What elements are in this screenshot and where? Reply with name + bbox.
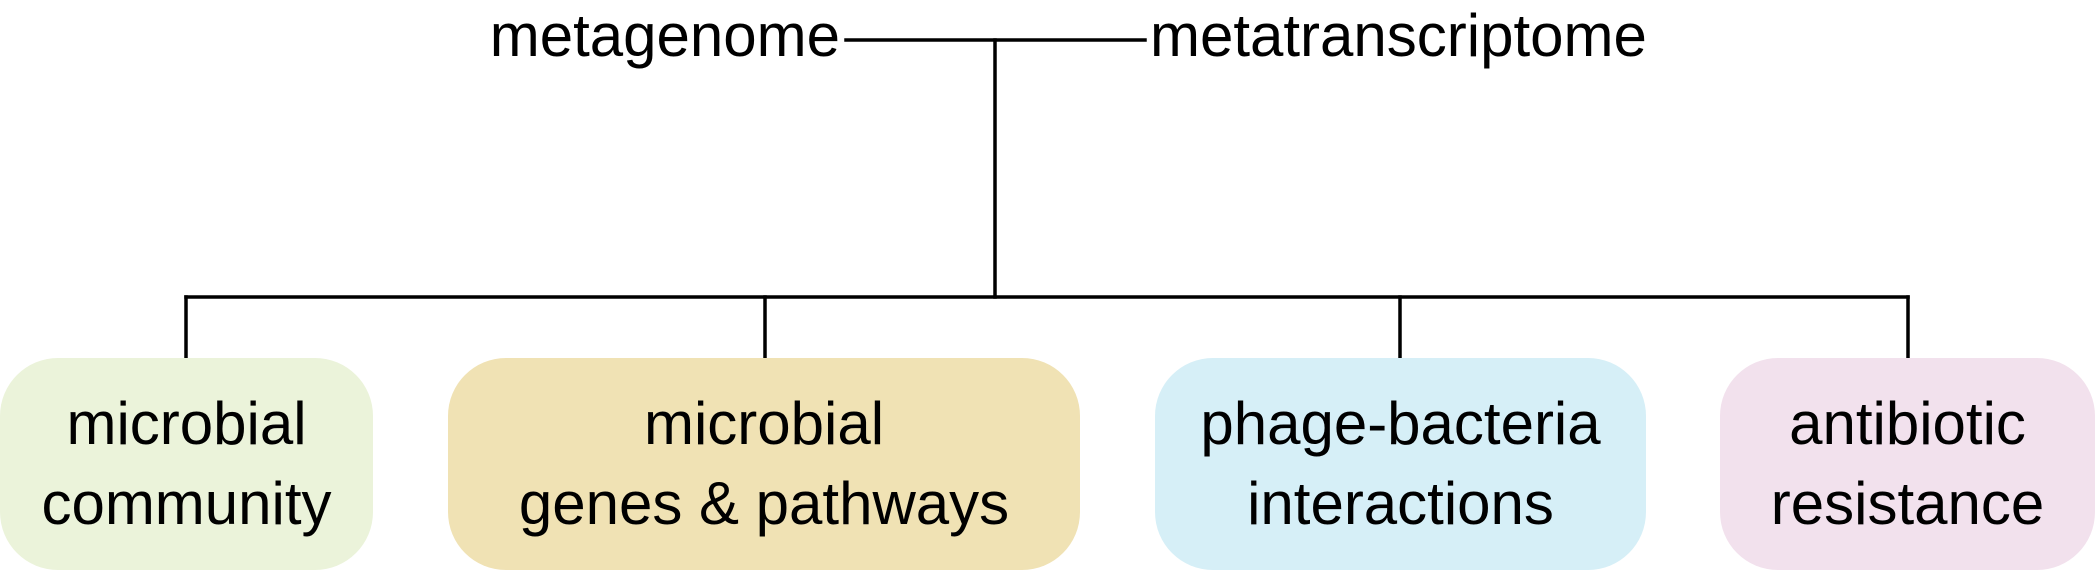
node-label-line2: community: [41, 470, 332, 537]
source-label-metagenome: metagenome: [489, 2, 840, 69]
source-label-metatranscriptome: metatranscriptome: [1150, 2, 1647, 69]
node-microbial-community: microbial community: [0, 358, 373, 570]
node-phage-bacteria-interactions: phage-bacteria interactions: [1155, 358, 1646, 570]
node-microbial-genes-pathways: microbial genes & pathways: [448, 358, 1080, 570]
node-antibiotic-resistance: antibiotic resistance: [1720, 358, 2095, 570]
node-label-line2: genes & pathways: [518, 470, 1010, 537]
node-label-line1: microbial: [66, 390, 307, 457]
node-label-line1: antibiotic: [1789, 390, 2026, 457]
node-label-line2: interactions: [1247, 470, 1554, 537]
node-label-line1: phage-bacteria: [1200, 390, 1601, 457]
node-label-line1: microbial: [643, 390, 885, 457]
node-label-line2: resistance: [1770, 470, 2045, 537]
